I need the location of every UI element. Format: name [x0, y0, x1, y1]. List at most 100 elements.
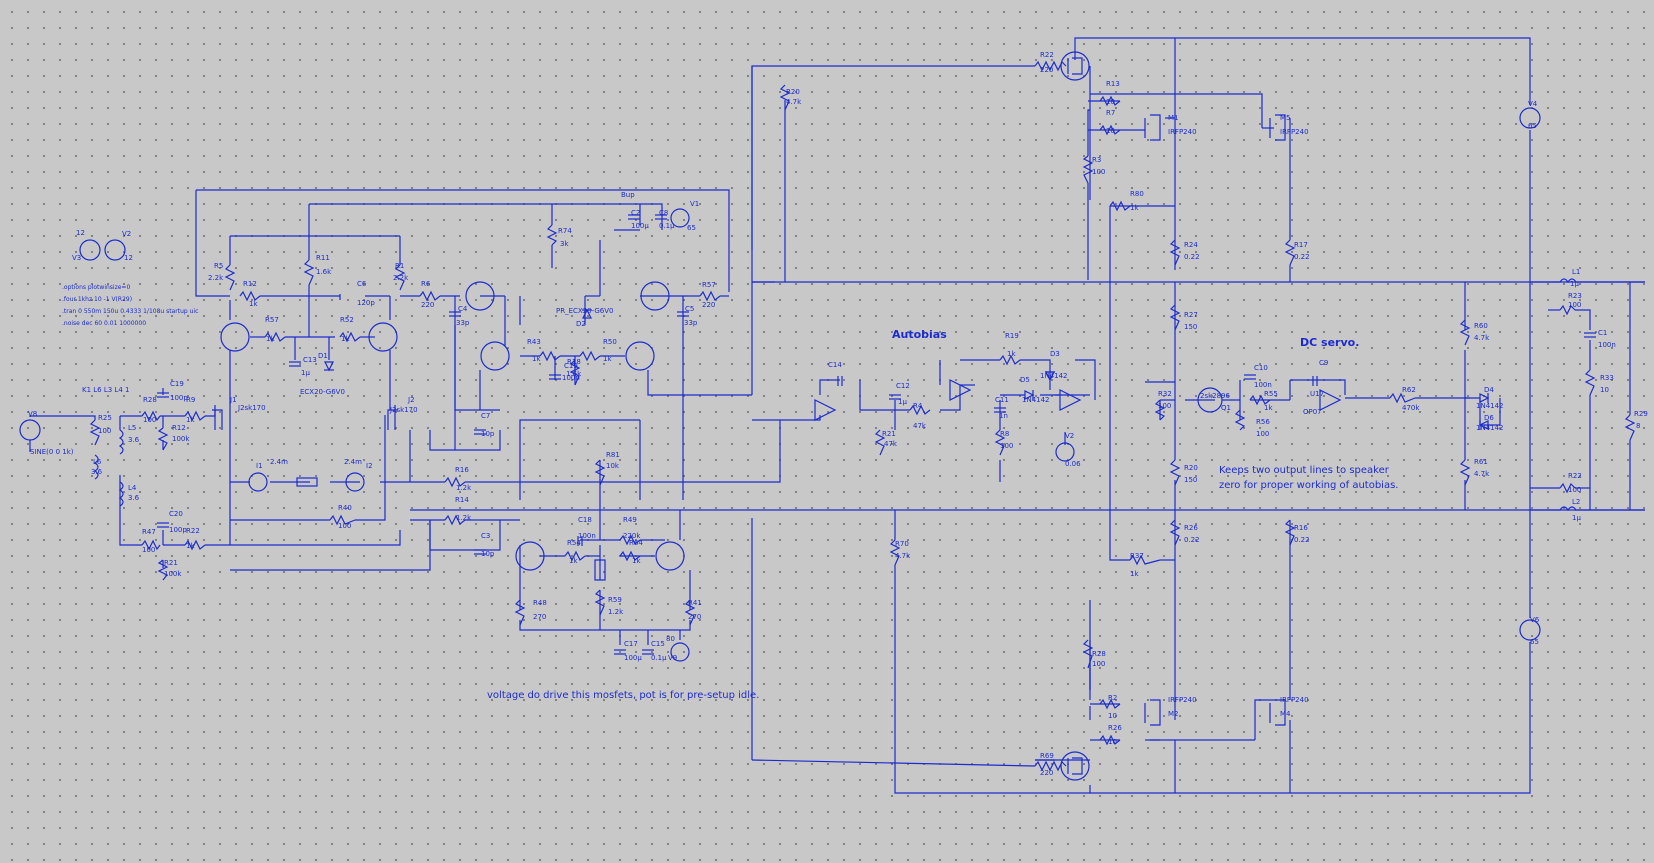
component-label[interactable]: 1k: [186, 416, 195, 424]
component-label[interactable]: 10: [1106, 127, 1115, 135]
component-label[interactable]: R64: [629, 539, 643, 547]
directive-tran[interactable]: .tran 0 550m 150u 0.4333 1/108u startup …: [62, 308, 198, 315]
component-label[interactable]: J2: [407, 396, 415, 404]
component-label[interactable]: 100: [1092, 660, 1105, 668]
component-label[interactable]: R22: [1040, 51, 1054, 59]
component-label[interactable]: C14: [828, 361, 842, 369]
directive-four[interactable]: .four 1khz 10 -1 V(R29): [62, 296, 132, 303]
component-label[interactable]: 100n: [562, 374, 580, 382]
component-label[interactable]: R24: [1184, 241, 1198, 249]
component-label[interactable]: 100µ: [631, 222, 649, 230]
directive-noise[interactable]: .noise dec 60 0.01 1000000: [62, 320, 146, 327]
component-label[interactable]: M1: [1168, 114, 1179, 122]
component-label[interactable]: 12: [124, 254, 133, 262]
component-label[interactable]: 1k: [249, 300, 258, 308]
component-label[interactable]: R48: [533, 599, 547, 607]
component-label[interactable]: R59: [608, 596, 622, 604]
component-label[interactable]: V6: [1530, 616, 1540, 624]
component-label[interactable]: C20: [169, 510, 183, 518]
component-label[interactable]: J2sk170: [389, 406, 418, 414]
component-label[interactable]: 65: [1528, 122, 1537, 130]
component-label[interactable]: 65: [1530, 638, 1539, 646]
component-label[interactable]: 220: [1040, 66, 1053, 74]
directive-options[interactable]: .options plotwinsize=0: [62, 284, 130, 291]
component-label[interactable]: 4.7k: [1474, 334, 1490, 342]
component-label[interactable]: 1k: [1264, 404, 1273, 412]
component-label[interactable]: I1: [256, 462, 263, 470]
component-label[interactable]: 100k: [164, 570, 182, 578]
component-label[interactable]: 0.22: [1184, 253, 1200, 261]
component-label[interactable]: 1k: [186, 542, 195, 550]
component-label[interactable]: 4.7k: [1474, 470, 1490, 478]
component-label[interactable]: 1k: [532, 355, 541, 363]
component-label[interactable]: V4: [1528, 100, 1538, 108]
component-label[interactable]: R26: [1108, 724, 1122, 732]
component-label[interactable]: 2.4m: [270, 458, 288, 466]
component-label[interactable]: D4: [1484, 386, 1494, 394]
component-label[interactable]: C6: [357, 280, 367, 288]
component-label[interactable]: L2: [1572, 498, 1580, 506]
component-label[interactable]: 33p: [684, 319, 698, 327]
component-label[interactable]: R57: [702, 281, 716, 289]
component-label[interactable]: 0.22: [1294, 253, 1310, 261]
component-label[interactable]: 47k: [884, 440, 898, 448]
component-label[interactable]: R81: [606, 451, 620, 459]
component-label[interactable]: R21: [882, 430, 896, 438]
component-label[interactable]: 0.22: [1294, 536, 1310, 544]
component-label[interactable]: D6: [1484, 414, 1494, 422]
component-label[interactable]: R29: [1634, 410, 1648, 418]
component-label[interactable]: 1k: [569, 557, 578, 565]
component-label[interactable]: R28: [143, 396, 157, 404]
component-label[interactable]: 100: [1256, 430, 1269, 438]
diodes[interactable]: [324, 308, 1490, 430]
component-label[interactable]: 220: [1040, 769, 1053, 777]
component-label[interactable]: 1k: [1130, 204, 1139, 212]
component-label[interactable]: 3.6: [91, 468, 103, 476]
component-label[interactable]: M5: [1280, 114, 1291, 122]
component-label[interactable]: 220k: [623, 532, 641, 540]
potentiometer[interactable]: [594, 559, 606, 581]
component-label[interactable]: 100: [1158, 402, 1171, 410]
component-label[interactable]: 100: [142, 546, 155, 554]
component-label[interactable]: 1µ: [1572, 514, 1581, 522]
component-label[interactable]: C9: [1319, 359, 1328, 367]
component-label[interactable]: IRFP240: [1280, 128, 1309, 136]
component-label[interactable]: R56: [1256, 418, 1270, 426]
component-label[interactable]: PR_ECX20-G6V0: [556, 307, 614, 315]
component-label[interactable]: J1: [229, 396, 237, 404]
component-label[interactable]: 3.6: [128, 436, 140, 444]
component-label[interactable]: 220: [421, 301, 434, 309]
component-label[interactable]: C19: [170, 380, 184, 388]
component-label[interactable]: R21: [164, 559, 178, 567]
component-label[interactable]: R25: [98, 414, 112, 422]
component-label[interactable]: V2: [1065, 432, 1074, 440]
component-label[interactable]: L6: [93, 458, 102, 466]
component-label[interactable]: 220: [702, 301, 715, 309]
component-label[interactable]: M4: [1280, 710, 1291, 718]
component-label[interactable]: R55: [1264, 390, 1278, 398]
component-label[interactable]: R37: [1130, 552, 1144, 560]
component-label[interactable]: C4: [458, 305, 468, 313]
component-label[interactable]: R14: [455, 496, 469, 504]
component-label[interactable]: 12: [76, 229, 85, 237]
voltage-sources[interactable]: [19, 107, 1541, 662]
component-label[interactable]: C19: [564, 362, 578, 370]
component-label[interactable]: 120p: [357, 299, 375, 307]
component-label[interactable]: R49: [623, 516, 637, 524]
component-label[interactable]: 100: [143, 416, 156, 424]
component-label[interactable]: 150: [1184, 476, 1197, 484]
component-label[interactable]: 100p: [169, 526, 187, 534]
component-label[interactable]: R80: [1130, 190, 1144, 198]
component-label[interactable]: R32: [1158, 390, 1172, 398]
component-label[interactable]: 65: [687, 224, 696, 232]
component-label[interactable]: C10: [1254, 364, 1268, 372]
component-label[interactable]: 1n: [999, 412, 1008, 420]
component-label[interactable]: R54: [567, 539, 581, 547]
component-label[interactable]: R22: [1568, 472, 1582, 480]
component-label[interactable]: 1k: [266, 335, 275, 343]
component-label[interactable]: R1: [395, 262, 404, 270]
component-label[interactable]: R8: [1000, 430, 1009, 438]
component-label[interactable]: C2: [631, 209, 640, 217]
component-label[interactable]: 2sk2896: [1200, 392, 1231, 400]
component-label[interactable]: 1k: [1007, 350, 1016, 358]
